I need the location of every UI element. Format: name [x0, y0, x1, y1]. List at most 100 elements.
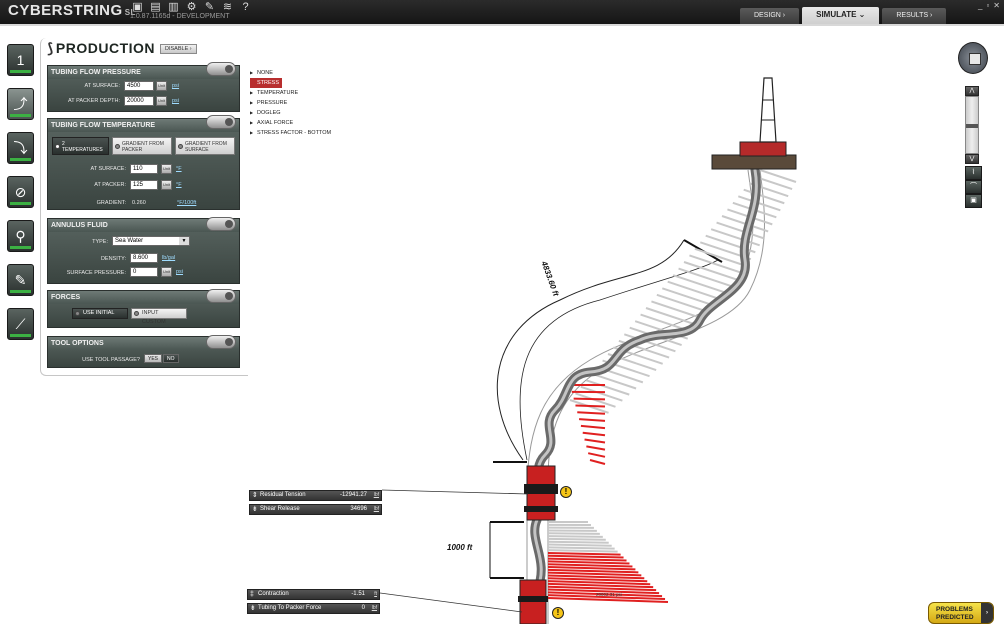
disable-button[interactable]: DISABLE › — [160, 44, 197, 54]
derrick — [759, 77, 777, 143]
sidebar-item-injection[interactable]: ⤵ — [7, 132, 34, 164]
result-option-pressure[interactable]: PRESSURE — [250, 98, 331, 108]
gradient-surface-option[interactable]: GRADIENT FROM SURFACE — [175, 137, 235, 155]
fluid-type-select[interactable]: Sea Water▼ — [112, 236, 190, 246]
rotate-tool-icon[interactable]: ⌒ — [965, 180, 982, 194]
sidebar-item-treatment[interactable]: ✎ — [7, 264, 34, 296]
two-temperatures-option[interactable]: 2 TEMPERATURES — [52, 137, 109, 155]
sidebar-item-initial[interactable]: 1 — [7, 44, 34, 76]
gradient-value: 0.260 — [132, 200, 146, 206]
gradient-packer-option[interactable]: GRADIENT FROM PACKER — [112, 137, 172, 155]
stress-bar — [623, 333, 676, 353]
custom-icon: ⟋ — [15, 315, 26, 332]
stress-bar — [547, 551, 621, 556]
tab-design[interactable]: DESIGN › — [740, 8, 800, 24]
wrench-icon[interactable]: ✎ — [204, 1, 215, 13]
stress-bar — [585, 379, 630, 396]
minimize-button[interactable]: _ — [978, 1, 983, 10]
density-unit-link[interactable]: lb/gal — [162, 255, 176, 261]
tab-simulate[interactable]: SIMULATE ⌄ — [802, 7, 880, 24]
warning-icon[interactable]: ! — [552, 607, 564, 619]
stress-bar — [547, 557, 627, 562]
result-option-temperature[interactable]: TEMPERATURE — [250, 88, 331, 98]
stress-bar — [575, 404, 606, 408]
force-glyph-icon: ⇟ — [250, 605, 256, 612]
use-initial-option[interactable]: USE INITIAL — [72, 308, 128, 319]
warning-icon[interactable]: ! — [560, 486, 572, 498]
fit-view-icon[interactable]: ▣ — [965, 194, 982, 208]
save-icon[interactable]: ▣ — [132, 1, 143, 13]
unit-link[interactable]: °F — [176, 166, 182, 172]
density-input[interactable]: 8.600 — [130, 253, 158, 263]
open-folder-icon[interactable]: ▥ — [168, 1, 179, 13]
unit-button[interactable]: Unit — [161, 267, 172, 277]
result-option-axial-force[interactable]: AXIAL FORCE — [250, 118, 331, 128]
tension-glyph-icon: ⇕ — [252, 492, 258, 499]
temp-surface-input[interactable]: 110 — [130, 164, 158, 174]
temp-packer-input[interactable]: 125 — [130, 180, 158, 190]
new-file-icon[interactable]: ▤ — [150, 1, 161, 13]
stress-bar — [694, 247, 747, 267]
stress-bar — [547, 563, 633, 568]
yes-button[interactable]: YES — [144, 354, 163, 363]
surface-pressure-input[interactable]: 0 — [130, 267, 158, 277]
layers-icon[interactable]: ≋ — [222, 1, 233, 13]
zoom-in-button[interactable]: ⋀ — [965, 86, 979, 96]
stress-bar — [589, 459, 606, 465]
unit-link[interactable]: psi — [172, 98, 180, 104]
stress-bar — [651, 300, 706, 321]
unit-button[interactable]: Unit — [156, 81, 167, 91]
view-navigation-control[interactable] — [958, 42, 988, 74]
gradient-unit-link[interactable]: °F/100ft — [177, 200, 197, 206]
stress-bar — [547, 585, 657, 592]
annulus-fluid-panel: ANNULUS FLUID TYPE: Sea Water▼ DENSITY: … — [47, 217, 240, 284]
tool-passage-label: USE TOOL PASSAGE? — [82, 357, 140, 363]
tab-results[interactable]: RESULTS › — [882, 8, 947, 24]
stress-value-note: 20002.31 psi — [596, 592, 622, 597]
stress-bar — [683, 261, 738, 281]
stress-bar — [618, 339, 670, 359]
pan-tool-icon[interactable]: ⌇ — [965, 166, 982, 180]
thermometer-icon — [206, 115, 236, 129]
unit-button[interactable]: Unit — [161, 180, 172, 190]
zoom-out-button[interactable]: ⋁ — [965, 154, 979, 164]
no-button[interactable]: NO — [163, 354, 179, 363]
unit-button[interactable]: Unit — [161, 164, 172, 174]
stress-bar — [640, 313, 695, 334]
close-button[interactable]: ✕ — [993, 1, 1000, 10]
unit-link[interactable]: psi — [176, 269, 184, 275]
stress-bar — [547, 582, 654, 589]
results-options-list: NONE STRESS TEMPERATURE PRESSURE DOGLEG … — [250, 68, 331, 138]
unit-link[interactable]: °F — [176, 182, 182, 188]
drilling-rig — [711, 77, 797, 170]
stress-bar — [569, 399, 609, 414]
pressure-surface-input[interactable]: 4500 — [124, 81, 154, 91]
panel-title: FORCES — [48, 291, 239, 304]
zoom-slider-thumb[interactable] — [966, 124, 978, 128]
sidebar-item-production[interactable]: ⤴ — [7, 88, 34, 120]
result-option-dogleg[interactable]: DOGLEG — [250, 108, 331, 118]
stress-bar — [580, 385, 623, 402]
stress-bar — [586, 445, 606, 451]
sidebar-item-shut-in[interactable]: ⊘ — [7, 176, 34, 208]
stress-bar — [602, 359, 650, 378]
radio-icon — [134, 311, 139, 316]
pressure-packer-input[interactable]: 20000 — [124, 96, 154, 106]
unit-link[interactable]: psi — [172, 83, 180, 89]
settings-gears-icon[interactable]: ⚙ — [186, 1, 197, 13]
stress-bar — [547, 566, 636, 571]
sidebar-item-pressure-test[interactable]: ⚲ — [7, 220, 34, 252]
sidebar-item-custom[interactable]: ⟋ — [7, 308, 34, 340]
stress-bar — [645, 307, 700, 327]
result-option-none[interactable]: NONE — [250, 68, 331, 78]
input-custom-option[interactable]: INPUT CUSTOM — [131, 308, 187, 325]
stress-bar — [667, 280, 722, 301]
at-packer-depth-label: AT PACKER DEPTH: — [68, 98, 120, 104]
result-option-stress[interactable]: STRESS — [250, 78, 282, 88]
stress-bar — [629, 326, 682, 346]
unit-button[interactable]: Unit — [156, 96, 167, 106]
help-icon[interactable]: ? — [242, 1, 249, 13]
result-option-stress-factor[interactable]: STRESS FACTOR - BOTTOM — [250, 128, 331, 138]
maximize-button[interactable]: ▫ — [986, 1, 990, 10]
